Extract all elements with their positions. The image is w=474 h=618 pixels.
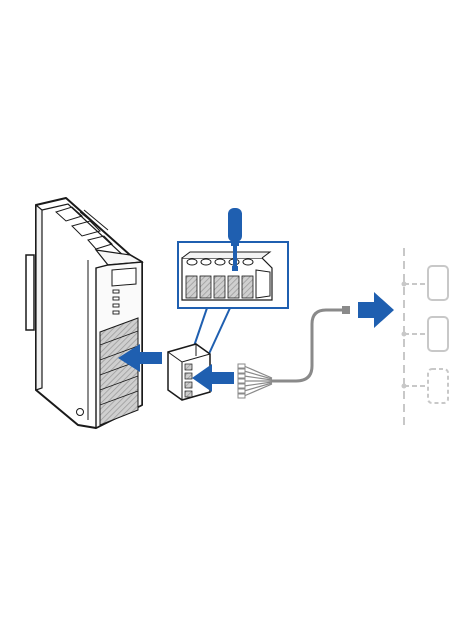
wire-ends — [237, 363, 246, 399]
top-vents — [55, 206, 113, 250]
bus-cable — [272, 306, 350, 383]
connector-detail-callout — [177, 241, 289, 357]
connector-detail — [181, 251, 273, 301]
to-bus-arrow — [358, 292, 394, 328]
insert-wires-arrow — [192, 364, 234, 392]
insert-into-device-arrow — [118, 344, 162, 372]
terminal-block-connector — [167, 343, 211, 401]
bus-node-3-optional — [427, 368, 449, 404]
wire-bundle — [243, 365, 273, 397]
status-leds — [112, 289, 120, 315]
bus-node-2 — [427, 316, 449, 352]
gateway-module — [25, 197, 144, 430]
bus-network — [401, 248, 449, 428]
bus-node-1 — [427, 265, 449, 301]
screwdriver-icon — [228, 208, 242, 271]
